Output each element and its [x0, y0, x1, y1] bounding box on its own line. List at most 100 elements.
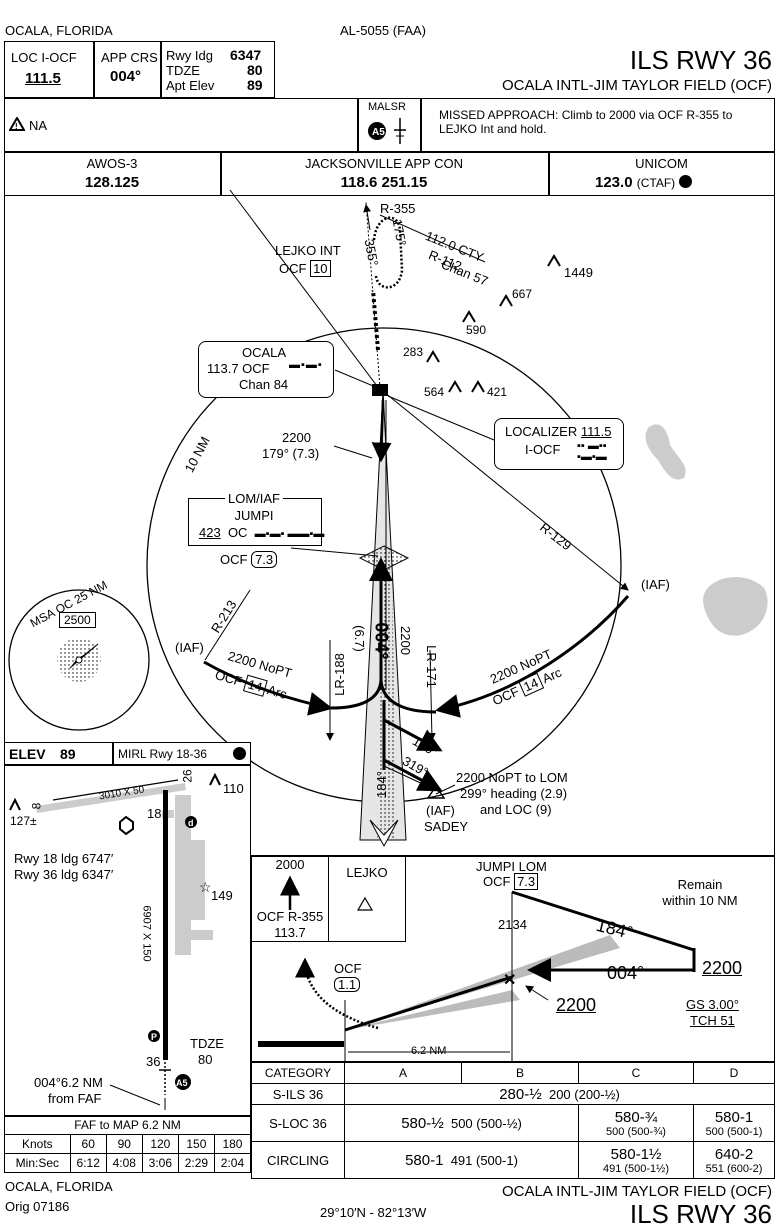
- tch: TCH 51: [690, 1013, 735, 1028]
- msa-alt: 2500: [59, 612, 96, 628]
- lom-ocf: OCF 7.3: [220, 551, 278, 568]
- obstacle-421: 421: [487, 385, 508, 399]
- procedure-number: AL-5055 (FAA): [340, 23, 426, 38]
- rwy-36: 36: [146, 1054, 161, 1069]
- obstacle-110: 110: [223, 781, 244, 796]
- lom-box: LOM/IAF JUMPI 423 OC ▬▪▬▪ ▬▬▪▬: [188, 491, 324, 546]
- footer-orig: Orig 07186: [5, 1199, 70, 1214]
- minimums-table: CATEGORY A B C D S-ILS 36 280-½ 200 (200…: [251, 1062, 775, 1179]
- approach-light-icon: A5: [366, 116, 412, 151]
- obstacle-590: 590: [466, 323, 487, 337]
- airport-diagram: [4, 742, 251, 1116]
- profile-view: [251, 856, 775, 1062]
- crs-179-label: 179° (7.3): [262, 446, 320, 461]
- airport-name: OCALA INTL-JIM TAYLOR FIELD (OCF): [501, 77, 772, 94]
- iaf-right: (IAF): [641, 577, 670, 592]
- svg-text:P: P: [151, 1032, 157, 1042]
- comms-row: [4, 152, 775, 196]
- ctaf-circle-icon: [233, 747, 246, 760]
- plan-view: [4, 196, 775, 856]
- remain-2: within 10 NM: [662, 893, 738, 908]
- malsr-label: MALSR: [368, 101, 406, 113]
- jumpi-ocf: OCF 7.3: [483, 873, 539, 890]
- obstacle-1449: 1449: [564, 265, 593, 280]
- ocala-vor-box: OCALA 113.7 OCF ▬▪▬▪ Chan 84: [198, 341, 334, 398]
- lejko-icon-box: [328, 856, 406, 942]
- header-city: OCALA, FLORIDA: [5, 23, 113, 38]
- rwy-ldg-label: Rwy Idg: [166, 48, 213, 63]
- footer-coords: 29°10′N - 82°13′W: [320, 1205, 427, 1220]
- sadey-iaf: (IAF): [426, 803, 455, 818]
- msa-circle: [8, 589, 150, 731]
- missed-approach-text: MISSED APPROACH: Climb to 2000 via OCF R…: [439, 108, 733, 136]
- rwy36-ldg: Rwy 36 ldg 6347′: [14, 867, 114, 882]
- nopt-lom-2: 299° heading (2.9): [460, 786, 568, 801]
- profile-alt-2200-right: 2200: [702, 958, 743, 978]
- missed-alt: 2000: [275, 857, 305, 872]
- unicom-label: UNICOM: [635, 156, 688, 171]
- iaf-left: (IAF): [175, 640, 204, 655]
- alt-2200-label: 2200: [282, 430, 311, 445]
- tdze-value: 80: [247, 62, 263, 78]
- page-title: ILS RWY 36: [629, 45, 772, 75]
- awos-freq: 128.125: [84, 174, 140, 191]
- profile-ocf: OCF: [334, 961, 362, 976]
- lake-shape: [703, 576, 768, 636]
- app-con-label: JACKSONVILLE APP CON: [305, 156, 463, 171]
- svg-text:A5: A5: [372, 127, 385, 138]
- gs-angle: GS 3.00°: [686, 997, 739, 1012]
- svg-text:d: d: [188, 818, 194, 828]
- obstacle-127: 127±: [10, 814, 37, 828]
- profile-ocf-dist: 1.1: [334, 977, 361, 992]
- elev-label: ELEV: [9, 746, 46, 762]
- ctaf-circle-icon: [679, 175, 693, 188]
- footer-title: ILS RWY 36: [629, 1199, 772, 1229]
- missed-ocf: OCF R-355: [256, 909, 324, 924]
- app-crs-label: APP CRS: [101, 50, 158, 65]
- profile-alt-2200-faf: 2200: [556, 995, 597, 1015]
- lake-shape: [645, 424, 686, 480]
- obstacle-667: 667: [512, 287, 533, 301]
- rwy-18: 18: [147, 806, 162, 821]
- notes-na: NA: [29, 118, 48, 133]
- obstacle-149: 149: [211, 888, 233, 903]
- unicom-freq: 123.0: [595, 174, 633, 191]
- elev-value: 89: [60, 746, 76, 762]
- loc-label: LOC I-OCF: [11, 50, 77, 65]
- ctaf-label: (CTAF): [636, 176, 676, 190]
- briefing-box: [4, 41, 275, 98]
- awos-label: AWOS-3: [86, 156, 138, 171]
- mirl-label: MIRL Rwy 18-36: [118, 747, 207, 761]
- nopt-lom-1: 2200 NoPT to LOM: [456, 770, 568, 785]
- obstacle-283: 283: [403, 345, 424, 359]
- remain-1: Remain: [677, 877, 723, 892]
- footer-airport: OCALA INTL-JIM TAYLOR FIELD (OCF): [501, 1183, 772, 1200]
- lejko-label: LEJKO: [346, 865, 388, 880]
- apt-elev: 89: [247, 77, 263, 93]
- sadey-label: SADEY: [424, 819, 469, 834]
- svg-text:A5: A5: [176, 1078, 188, 1088]
- rwy-ldg: 6347: [230, 47, 262, 63]
- obstacle-564: 564: [424, 385, 445, 399]
- app-crs: 004°: [110, 68, 142, 85]
- loc-freq: 111.5: [25, 70, 61, 87]
- r355-label: R-355: [380, 201, 416, 216]
- svg-text:✕: ✕: [503, 972, 516, 989]
- timing-title: FAF to MAP 6.2 NM: [4, 1116, 251, 1134]
- faf-note-2: from FAF: [48, 1091, 102, 1106]
- app-con-freq: 118.6 251.15: [340, 174, 428, 191]
- tdze-label-diagram: TDZE: [190, 1036, 224, 1051]
- rwy18-ldg: Rwy 18 ldg 6747′: [14, 851, 114, 866]
- sadey-triangle: [426, 784, 446, 799]
- lejko-int-label: LEJKO INT: [275, 243, 341, 258]
- notes-row: [4, 98, 775, 152]
- localizer-box: LOCALIZER 111.5 I-OCF ▪▪ ▬▪▪▪▬▪▬: [494, 418, 624, 470]
- lejko-ocf: OCF 10: [279, 260, 331, 277]
- jumpi-lom: JUMPI LOM: [476, 859, 547, 874]
- faf-note-1: 004°6.2 NM: [34, 1075, 103, 1090]
- missed-freq: 113.7: [274, 925, 306, 940]
